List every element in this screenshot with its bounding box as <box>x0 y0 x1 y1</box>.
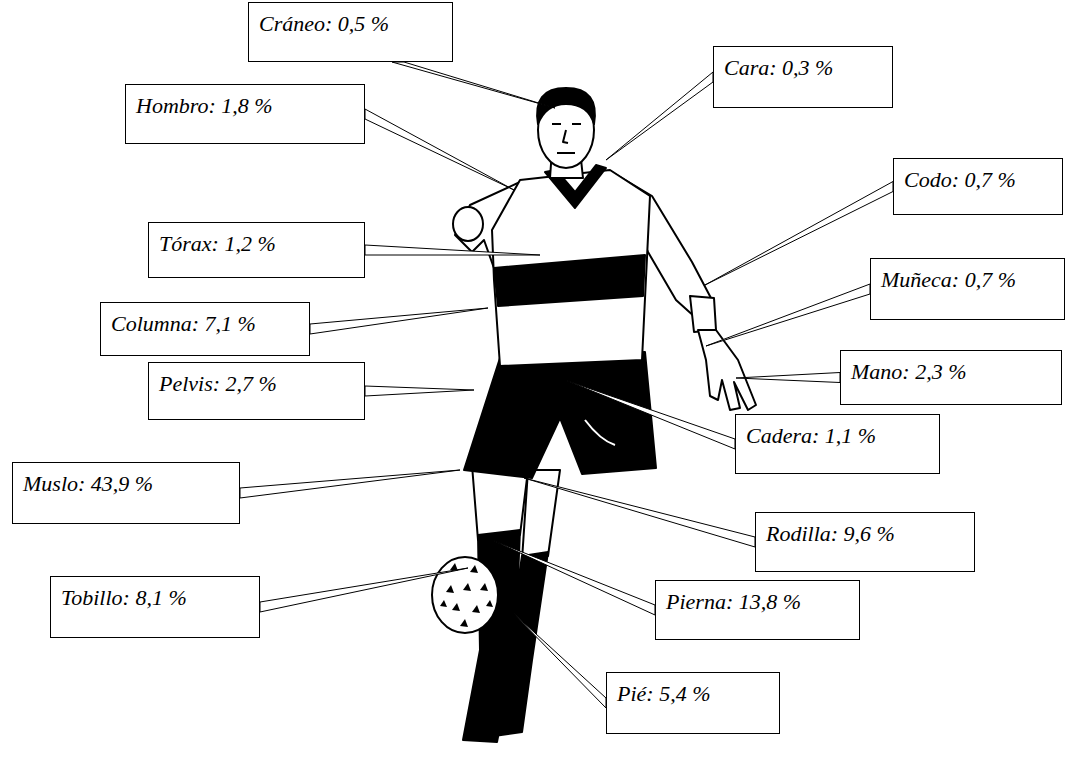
callout-text: Muñeca: 0,7 % <box>881 267 1054 293</box>
leader-line <box>392 62 555 108</box>
leader-line <box>365 245 540 255</box>
callout-text: Tórax: 1,2 % <box>159 231 354 257</box>
callout-box: Cadera: 1,1 % <box>735 414 940 474</box>
callout-box: Tobillo: 8,1 % <box>50 576 260 638</box>
leader-line <box>736 373 840 383</box>
callout-text: Muslo: 43,9 % <box>23 471 229 497</box>
callout-box: Muñeca: 0,7 % <box>870 258 1065 320</box>
callout-text: Pelvis: 2,7 % <box>159 371 354 397</box>
callout-text: Rodilla: 9,6 % <box>766 521 964 547</box>
callout-box: Muslo: 43,9 % <box>12 462 240 524</box>
callout-text: Cadera: 1,1 % <box>746 423 929 449</box>
callout-text: Pié: 5,4 % <box>617 681 769 707</box>
callout-box: Hombro: 1,8 % <box>125 84 365 144</box>
callout-text: Mano: 2,3 % <box>851 359 1051 385</box>
leader-line <box>365 386 474 396</box>
callout-text: Cara: 0,3 % <box>724 55 882 81</box>
callout-text: Hombro: 1,8 % <box>136 93 354 119</box>
callout-text: Cráneo: 0,5 % <box>259 11 442 37</box>
callout-box: Mano: 2,3 % <box>840 350 1062 405</box>
leader-line <box>260 568 468 612</box>
callout-box: Cráneo: 0,5 % <box>248 2 453 62</box>
callout-text: Codo: 0,7 % <box>904 167 1052 193</box>
callout-text: Pierna: 13,8 % <box>666 589 849 615</box>
leader-line <box>310 308 488 334</box>
callout-box: Tórax: 1,2 % <box>148 222 365 278</box>
leader-line <box>706 284 870 346</box>
callout-box: Cara: 0,3 % <box>713 46 893 108</box>
leader-line <box>492 540 655 615</box>
callout-text: Tobillo: 8,1 % <box>61 585 249 611</box>
leader-line <box>512 612 606 708</box>
leader-line <box>365 109 514 190</box>
leader-line <box>240 470 460 498</box>
callout-text: Columna: 7,1 % <box>111 311 299 337</box>
callout-box: Pié: 5,4 % <box>606 672 780 734</box>
callout-box: Rodilla: 9,6 % <box>755 512 975 572</box>
callout-box: Columna: 7,1 % <box>100 302 310 356</box>
leader-line <box>705 182 893 286</box>
leader-line <box>606 72 713 160</box>
callout-box: Pelvis: 2,7 % <box>148 362 365 420</box>
leader-line <box>565 380 735 449</box>
leader-line <box>524 478 755 547</box>
callout-box: Codo: 0,7 % <box>893 158 1063 215</box>
callout-box: Pierna: 13,8 % <box>655 580 860 640</box>
